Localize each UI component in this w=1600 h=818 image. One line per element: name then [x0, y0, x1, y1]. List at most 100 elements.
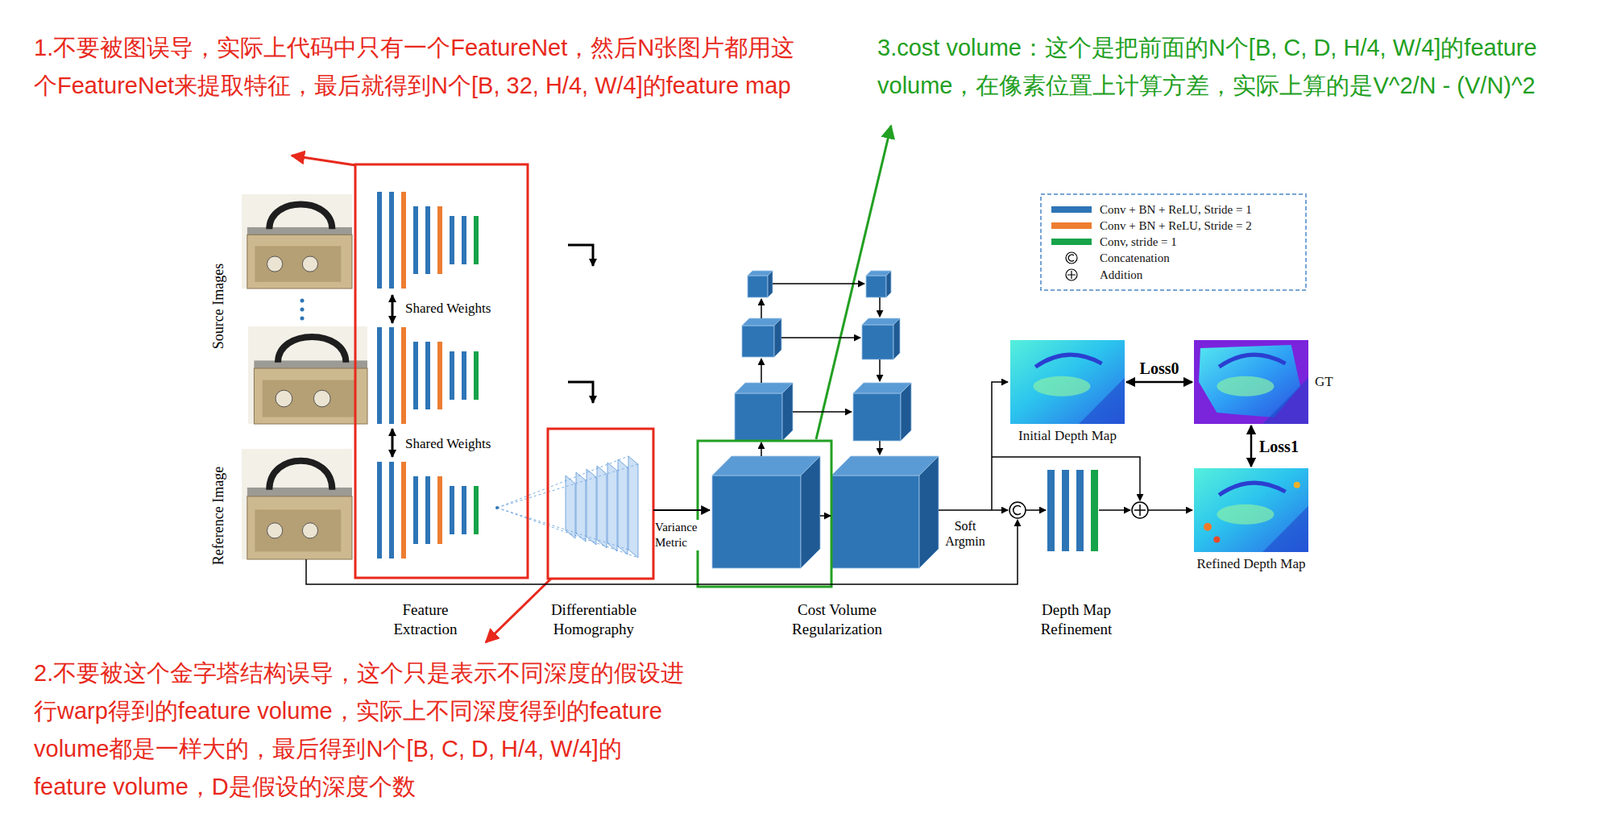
cube-side — [886, 270, 892, 298]
highlight-box — [697, 440, 832, 587]
depth-handle — [1218, 354, 1285, 367]
operation-label: Variance Metric — [654, 519, 712, 551]
conv-layer-bar — [425, 341, 431, 410]
conv-layer-bar — [437, 206, 443, 274]
concatenation-symbol — [1009, 501, 1026, 519]
conv-layer-bar — [473, 485, 479, 535]
reference-image-wire — [306, 519, 1018, 585]
device-panel — [254, 245, 341, 282]
flow-arrow — [760, 442, 763, 456]
conv-layer-bar — [377, 327, 382, 424]
cube-front — [853, 393, 901, 441]
bent-arrow — [567, 381, 593, 403]
legend-swatch — [1051, 206, 1092, 213]
conv-layer-bar — [461, 215, 467, 265]
conv-layer-bar — [473, 351, 479, 400]
flow-arrow — [760, 298, 763, 319]
device-panel — [262, 380, 356, 418]
depth-plane — [596, 465, 607, 548]
conv-layer-bar — [377, 461, 382, 559]
depth-map-image — [1193, 468, 1309, 552]
loss-connector — [1250, 425, 1253, 467]
cube-front — [831, 475, 920, 568]
cost-volume-cube — [741, 318, 782, 357]
cube-side — [774, 318, 782, 357]
concatenation-symbol — [1013, 505, 1021, 515]
photo-background — [248, 326, 368, 424]
conv-layer-bar — [461, 351, 467, 400]
callout-arrow — [291, 155, 356, 166]
depth-map-image — [1010, 339, 1125, 424]
cube-front — [741, 325, 775, 357]
cube-side — [919, 455, 939, 568]
shared-weights-label: Shared Weights — [405, 300, 491, 317]
cube-side — [800, 455, 821, 568]
flow-arrow — [1098, 509, 1131, 511]
stage-caption: Feature Extraction — [368, 600, 482, 639]
cube-front — [747, 275, 768, 298]
legend-swatch — [1051, 238, 1092, 245]
cube-side — [782, 382, 793, 441]
depth-artifact — [1293, 481, 1301, 489]
flow-arrow — [878, 359, 881, 382]
conv-layer-bar — [389, 327, 394, 424]
depth-region — [1262, 505, 1309, 552]
flow-arrow — [772, 282, 865, 285]
device-photo — [241, 194, 353, 289]
annotation-note: 3.cost volume：这个是把前面的N个[B, C, D, H/4, W/… — [877, 29, 1587, 105]
legend-text: Concatenation — [1099, 250, 1170, 266]
conv-layer-bar — [401, 191, 407, 289]
depth-handle — [1218, 482, 1285, 495]
device-photo — [248, 326, 368, 424]
device-body — [247, 234, 353, 289]
device-body — [253, 368, 368, 424]
conv-layer-bar — [425, 476, 431, 544]
conv-layer-bar — [377, 191, 382, 289]
depth-plane — [628, 455, 639, 558]
cost-volume-cube — [862, 318, 900, 360]
legend-symbol-plus — [1067, 270, 1076, 279]
depth-plane — [565, 475, 576, 539]
conv-layer-bar — [1047, 469, 1055, 552]
ellipsis-dot — [300, 307, 305, 312]
depth-region — [1032, 376, 1091, 397]
depth-plane — [576, 472, 586, 542]
conv-layer-bar — [1090, 469, 1099, 552]
flow-arrow — [820, 514, 831, 517]
skip-arrow — [991, 456, 1140, 501]
flow-arrow — [781, 336, 861, 339]
ellipsis-dot — [300, 316, 305, 321]
cost-volume-cube — [712, 455, 821, 568]
device-dial — [267, 256, 283, 272]
conv-layer-bar — [437, 476, 443, 544]
legend-text: Conv + BN + ReLU, Stride = 2 — [1099, 218, 1252, 233]
conv-layer-bar — [461, 485, 467, 535]
map-caption: Initial Depth Map — [1018, 427, 1117, 444]
ellipsis-dot — [300, 298, 305, 303]
conv-layer-bar — [437, 341, 443, 410]
legend-symbol-c — [1068, 254, 1074, 262]
device-dial — [313, 389, 331, 407]
legend-symbol-circle — [1065, 269, 1078, 281]
depth-region — [1216, 504, 1274, 525]
flow-arrow — [878, 297, 881, 317]
legend-swatch — [1051, 222, 1092, 229]
device-photo — [241, 448, 353, 560]
conv-layer-bar — [389, 461, 394, 559]
device-handle — [277, 336, 346, 363]
depth-plane — [607, 462, 618, 552]
depth-map: GT — [1193, 339, 1334, 424]
camera-center — [495, 505, 499, 510]
depth-region — [1262, 377, 1309, 424]
conv-layer-bar — [413, 206, 419, 274]
callout-arrow — [816, 125, 892, 440]
depth-map: Initial Depth Map — [1010, 339, 1125, 444]
device-handle — [269, 460, 332, 490]
legend-text: Conv + BN + ReLU, Stride = 1 — [1099, 202, 1252, 217]
depth-handle — [1035, 354, 1102, 367]
conv-layer-bar — [1061, 469, 1070, 552]
addition-symbol — [1131, 501, 1149, 519]
depth-gradient — [1193, 468, 1309, 552]
